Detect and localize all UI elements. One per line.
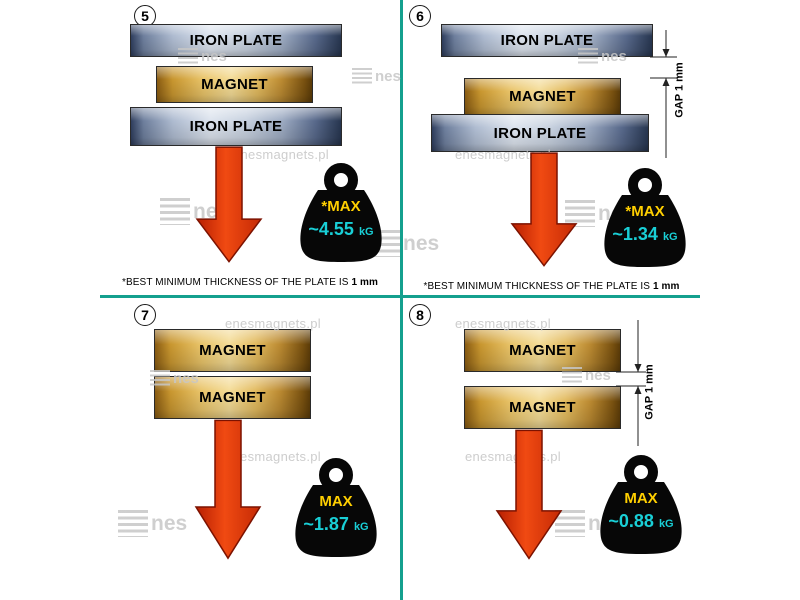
magnet-bar: MAGNET xyxy=(464,329,621,372)
weight-kettlebell: *MAX ~1.34 kG xyxy=(596,167,694,268)
gap-dimension-lines xyxy=(650,30,677,158)
max-label: *MAX xyxy=(321,198,361,216)
kettlebell-icon xyxy=(600,455,682,554)
gap-label: GAP 1 mm xyxy=(642,350,658,434)
divider-vertical xyxy=(400,0,403,600)
watermark-site: enesmagnets.pl xyxy=(455,147,551,162)
iron-plate-bar: IRON PLATE xyxy=(130,107,342,146)
enes-logo-icon xyxy=(352,68,372,86)
kettlebell-icon xyxy=(604,168,686,267)
max-label: *MAX xyxy=(625,203,665,221)
watermark-site: enesmagnets.pl xyxy=(455,316,551,331)
enes-logo-text: nes xyxy=(585,367,611,384)
enes-logo-icon xyxy=(160,198,190,225)
magnet-bar: MAGNET xyxy=(154,329,311,372)
enes-logo-icon xyxy=(150,370,170,388)
footnote-text: *BEST MINIMUM THICKNESS OF THE PLATE IS xyxy=(423,281,651,292)
gap-label-text: GAP 1 mm xyxy=(644,364,656,420)
enes-logo-text: nes xyxy=(375,68,401,85)
value-number: ~0.88 xyxy=(608,510,654,531)
value-unit: kG xyxy=(358,225,374,238)
watermark-site: enesmagnets.pl xyxy=(225,316,321,331)
gap-dimension-lines xyxy=(616,320,646,446)
value-number: ~4.55 xyxy=(308,218,354,239)
footnote: *BEST MINIMUM THICKNESS OF THE PLATE IS … xyxy=(100,277,400,288)
max-label: MAX xyxy=(624,490,658,508)
enes-logo-icon xyxy=(178,48,198,66)
iron-plate-bar: IRON PLATE xyxy=(431,114,649,152)
watermark-logo: nes xyxy=(578,48,627,66)
watermark-site: enesmagnets.pl xyxy=(225,449,321,464)
gap-label-text: GAP 1 mm xyxy=(674,62,686,118)
max-label: MAX xyxy=(319,493,353,511)
value-unit: kG xyxy=(353,520,369,533)
magnet-bar: MAGNET xyxy=(464,78,621,115)
watermark-logo: nes xyxy=(150,370,199,388)
watermark-logo: nes xyxy=(118,510,187,537)
enes-logo-icon xyxy=(565,200,595,227)
weight-value: ~1.34 kG xyxy=(596,224,694,245)
value-number: ~1.87 xyxy=(303,513,349,534)
gap-label: GAP 1 mm xyxy=(672,48,688,132)
enes-logo-text: nes xyxy=(601,48,627,65)
pull-force-arrow xyxy=(494,429,564,561)
value-number: ~1.34 xyxy=(612,223,658,244)
watermark-site: enesmagnets.pl xyxy=(233,147,329,162)
enes-logo-text: nes xyxy=(201,48,227,65)
panel-number-badge: 7 xyxy=(134,304,156,326)
magnet-bar: MAGNET xyxy=(156,66,313,103)
enes-logo-text: nes xyxy=(403,232,440,255)
footnote-bold: 1 mm xyxy=(652,281,680,292)
kettlebell-icon xyxy=(295,458,377,557)
divider-horizontal xyxy=(100,295,700,298)
enes-logo-icon xyxy=(118,510,148,537)
weight-kettlebell: MAX ~0.88 kG xyxy=(592,454,690,555)
value-unit: kG xyxy=(662,230,678,243)
weight-value: ~0.88 kG xyxy=(592,511,690,532)
weight-kettlebell: *MAX ~4.55 kG xyxy=(292,162,390,263)
value-unit: kG xyxy=(658,517,674,530)
watermark-logo: nes xyxy=(178,48,227,66)
enes-logo-text: nes xyxy=(151,512,188,535)
weight-value: ~4.55 kG xyxy=(292,219,390,240)
pull-force-arrow xyxy=(193,419,263,561)
watermark-logo: nes xyxy=(562,367,611,385)
weight-kettlebell: MAX ~1.87 kG xyxy=(287,457,385,558)
enes-logo-icon xyxy=(555,510,585,537)
magnet-bar: MAGNET xyxy=(154,376,311,419)
weight-value: ~1.87 kG xyxy=(287,514,385,535)
magnet-bar: MAGNET xyxy=(464,386,621,429)
enes-logo-text: nes xyxy=(173,370,199,387)
footnote-bold: 1 mm xyxy=(351,277,378,288)
enes-logo-icon xyxy=(578,48,598,66)
footnote: *BEST MINIMUM THICKNESS OF THE PLATE IS … xyxy=(403,281,700,292)
panel-number-badge: 8 xyxy=(409,304,431,326)
watermark-logo: nes xyxy=(352,68,401,86)
enes-logo-icon xyxy=(562,367,582,385)
kettlebell-icon xyxy=(300,163,382,262)
footnote-text: *BEST MINIMUM THICKNESS OF THE PLATE IS xyxy=(122,277,349,288)
iron-plate-bar: IRON PLATE xyxy=(130,24,342,57)
iron-plate-bar: IRON PLATE xyxy=(441,24,653,57)
panel-number-badge: 6 xyxy=(409,5,431,27)
pull-force-arrow xyxy=(509,152,579,268)
pull-force-arrow xyxy=(194,146,264,264)
